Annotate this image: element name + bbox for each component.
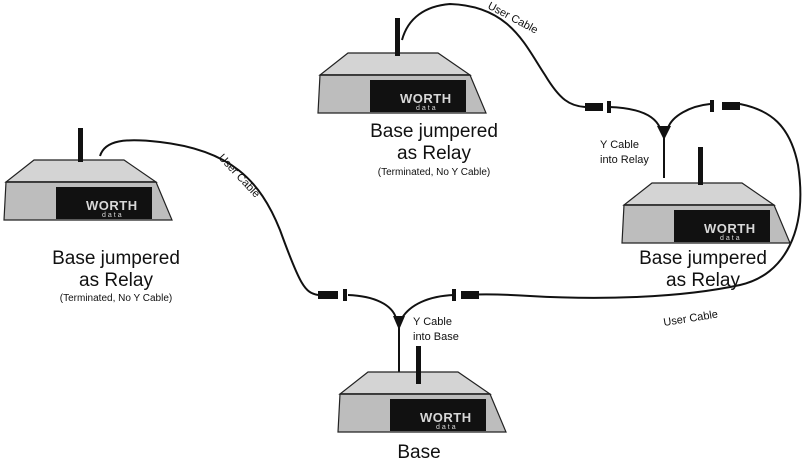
y-cable-base-joint (393, 316, 405, 330)
y-cable-base-label-2: into Base (413, 331, 459, 343)
base-title: Base (397, 442, 440, 463)
user-cable-top-label: User Cable (486, 0, 540, 36)
relay-left-title-1: Base jumpered (52, 248, 180, 269)
user-cable-top-line (401, 2, 586, 108)
connector-top-right-pair (710, 100, 740, 112)
antenna-relay-top (395, 18, 400, 56)
relay-right-title-1: Base jumpered (639, 248, 767, 269)
antenna-base (416, 346, 421, 384)
user-cable-left-label: User Cable (216, 152, 262, 200)
brand-logo: WORTH (420, 410, 472, 425)
brand-logo: WORTH (86, 198, 138, 213)
relay-top-device: WORTH data (317, 52, 487, 114)
connector-right-pair (452, 289, 479, 301)
user-cable-bottom-line (463, 103, 802, 299)
antenna-relay-left (78, 128, 83, 162)
y-cable-relay-label-2: into Relay (600, 154, 649, 166)
relay-left-title-2: as Relay (79, 270, 153, 291)
relay-top-title-1: Base jumpered (370, 121, 498, 142)
relay-top-note: (Terminated, No Y Cable) (378, 167, 490, 178)
y-cable-relay-label-1: Y Cable (600, 139, 639, 151)
brand-logo: WORTH (400, 91, 452, 106)
base-device: WORTH data (337, 371, 507, 433)
antenna-relay-right (698, 147, 703, 185)
connector-left-pair (318, 289, 347, 301)
brand-logo-sub: data (102, 212, 124, 219)
user-cable-left-line (99, 139, 319, 296)
relay-right-device: WORTH data (621, 182, 791, 244)
brand-logo: WORTH (704, 221, 756, 236)
relay-right-title-2: as Relay (666, 270, 740, 291)
relay-top-title-2: as Relay (397, 143, 471, 164)
y-cable-base-label-1: Y Cable (413, 316, 452, 328)
relay-left-note: (Terminated, No Y Cable) (60, 293, 172, 304)
brand-logo-sub: data (720, 235, 742, 242)
y-cable-base-line (347, 294, 455, 372)
y-cable-relay-joint (657, 126, 671, 140)
connector-top-left-pair (585, 101, 611, 113)
brand-logo-sub: data (436, 424, 458, 431)
relay-left-device: WORTH data (3, 159, 173, 221)
user-cable-bottom-label: User Cable (663, 309, 719, 329)
y-cable-relay-line (608, 103, 711, 178)
brand-logo-sub: data (416, 105, 438, 112)
